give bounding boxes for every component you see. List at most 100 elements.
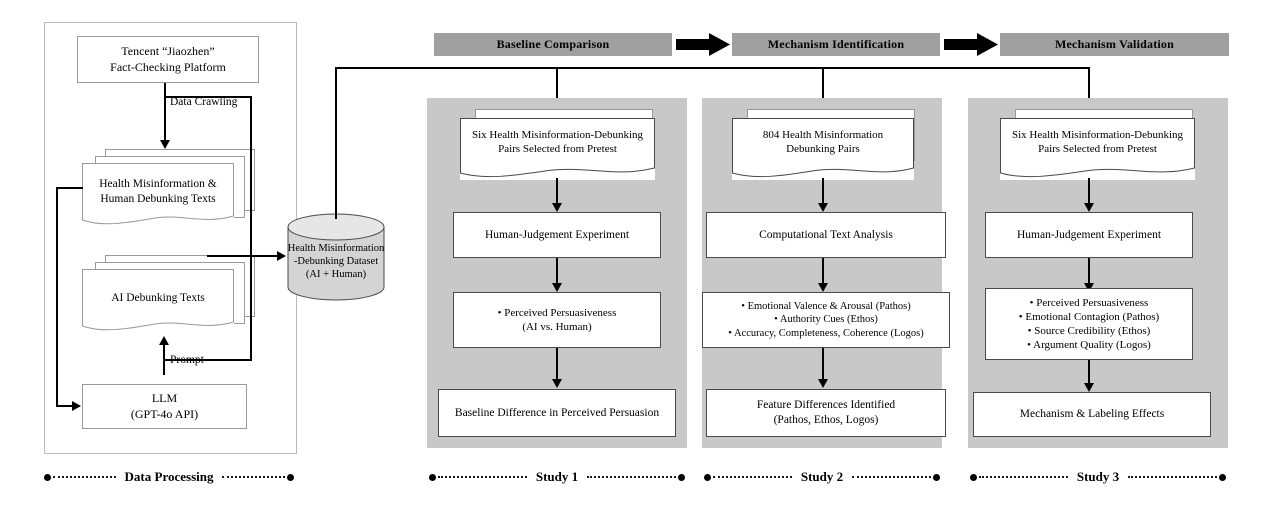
dataset-cylinder: Health Misinformation -Debunking Dataset… xyxy=(287,213,385,301)
distribution-bus-horizontal xyxy=(335,67,1089,69)
llm-line1: LLM xyxy=(151,391,178,406)
edge-source-to-human-texts xyxy=(164,83,166,143)
edge-prompt-return-horz xyxy=(164,359,252,361)
phase-arrow-1-icon xyxy=(676,33,730,61)
edge-llm-to-ai-texts-vert xyxy=(163,345,165,375)
study-3-measure-item: • Argument Quality (Logos) xyxy=(1027,339,1151,352)
study-2-edge-2 xyxy=(822,258,824,285)
edge-llm-to-ai-texts-arrowhead xyxy=(159,336,169,345)
study-2-edge-1 xyxy=(822,178,824,205)
study-3-edge-2-arrowhead xyxy=(1084,283,1094,292)
edge-dataset-inflow-horz xyxy=(207,255,279,257)
bus-drop-study2 xyxy=(822,67,824,100)
edge-dataset-to-bus-vert xyxy=(335,67,337,219)
dataset-line2: -Debunking Dataset xyxy=(293,256,379,268)
phase-bar-mechanism-validation: Mechanism Validation xyxy=(1000,33,1229,56)
phase-label-2: Mechanism Identification xyxy=(767,37,905,51)
study-1-edge-1-arrowhead xyxy=(552,203,562,212)
study-2-outcome-box: Feature Differences Identified (Pathos, … xyxy=(706,389,946,437)
study-1-edge-2 xyxy=(556,258,558,285)
dataset-cylinder-label: Health Misinformation -Debunking Dataset… xyxy=(287,242,385,282)
source-platform-box: Tencent “Jiaozhen” Fact-Checking Platfor… xyxy=(77,36,259,83)
llm-box: LLM (GPT-4o API) xyxy=(82,384,247,429)
edge-texts-to-dataset-horz-top xyxy=(164,96,252,98)
bracket-dotted-line-left xyxy=(713,476,792,478)
edge-texts-to-dataset-vert xyxy=(250,96,252,255)
bracket-dot-right xyxy=(287,473,295,481)
study-2-edge-2-arrowhead xyxy=(818,283,828,292)
bus-drop-study1 xyxy=(556,67,558,100)
doc-sheet-front: AI Debunking Texts xyxy=(82,269,234,333)
study-1-measure-item: (AI vs. Human) xyxy=(522,321,592,333)
bracket-study-2: Study 2 xyxy=(704,468,940,486)
study-1-outcome-box: Baseline Difference in Perceived Persuas… xyxy=(438,389,676,437)
study-2-method-box: Computational Text Analysis xyxy=(706,212,946,258)
study-1-outcome-label: Baseline Difference in Perceived Persuas… xyxy=(454,406,660,419)
bracket-dot-left xyxy=(44,473,51,481)
study-1-edge-1 xyxy=(556,178,558,205)
bracket-dot-left xyxy=(704,473,711,481)
phase-bar-baseline-comparison: Baseline Comparison xyxy=(434,33,672,56)
ai-debunking-texts-docstack: AI Debunking Texts xyxy=(82,255,257,334)
study-3-input-docstack: Six Health Misinformation-Debunking Pair… xyxy=(1000,109,1200,181)
source-platform-line1: Tencent “Jiaozhen” xyxy=(121,44,215,59)
study-3-measure-item: • Perceived Persuasiveness xyxy=(1029,296,1149,309)
study-3-edge-3 xyxy=(1088,360,1090,385)
study-2-measure-item: • Emotional Valence & Arousal (Pathos) xyxy=(741,300,911,312)
study-1-edge-3 xyxy=(556,348,558,381)
study-2-measure-item: • Accuracy, Completeness, Coherence (Log… xyxy=(728,327,924,339)
section-label-study-1: Study 1 xyxy=(535,469,579,484)
human-debunking-texts-docstack: Health Misinformation & Human Debunking … xyxy=(82,149,257,228)
bracket-dot-left xyxy=(429,473,436,481)
section-label-study-3: Study 3 xyxy=(1076,469,1120,484)
study-1-input-docstack: Six Health Misinformation-Debunking Pair… xyxy=(460,109,660,181)
bracket-dotted-line-right xyxy=(587,476,676,478)
edge-label-data-crawling: Data Crawling xyxy=(170,96,238,108)
doc-sheet-front: 804 Health Misinformation Debunking Pair… xyxy=(732,118,914,180)
study-1-edge-2-arrowhead xyxy=(552,283,562,292)
study-3-method-label: Human-Judgement Experiment xyxy=(1016,228,1162,241)
bracket-dot-right xyxy=(933,473,940,481)
study-1-measures-box: • Perceived Persuasiveness (AI vs. Human… xyxy=(453,292,661,348)
edge-humantexts-to-llm-arrowhead xyxy=(72,401,81,411)
bracket-dotted-line-right xyxy=(1128,476,1217,478)
bracket-dotted-line-left xyxy=(53,476,116,478)
bracket-dotted-line-left xyxy=(438,476,527,478)
source-platform-line2: Fact-Checking Platform xyxy=(110,59,226,74)
dataset-line3: (AI + Human) xyxy=(305,269,367,281)
data-processing-container xyxy=(44,22,297,454)
study-2-outcome-line1: Feature Differences Identified xyxy=(756,399,896,412)
bracket-study-1: Study 1 xyxy=(429,468,685,486)
phase-label-3: Mechanism Validation xyxy=(1054,37,1175,51)
study-2-input-docstack: 804 Health Misinformation Debunking Pair… xyxy=(732,109,922,181)
doc-sheet-front: Six Health Misinformation-Debunking Pair… xyxy=(460,118,655,180)
study-3-edge-3-arrowhead xyxy=(1084,383,1094,392)
study-3-method-box: Human-Judgement Experiment xyxy=(985,212,1193,258)
study-3-outcome-label: Mechanism & Labeling Effects xyxy=(1019,408,1165,421)
study-2-method-label: Computational Text Analysis xyxy=(759,228,893,241)
bracket-dotted-line-left xyxy=(979,476,1068,478)
section-label-data-processing: Data Processing xyxy=(124,469,214,484)
doc-sheet-front: Health Misinformation & Human Debunking … xyxy=(82,163,234,227)
edge-source-to-human-texts-arrowhead xyxy=(160,140,170,149)
study-2-measures-box: • Emotional Valence & Arousal (Pathos) •… xyxy=(702,292,950,348)
bracket-study-3: Study 3 xyxy=(970,468,1226,486)
phase-bar-mechanism-identification: Mechanism Identification xyxy=(732,33,940,56)
study-1-measure-item: • Perceived Persuasiveness xyxy=(497,306,617,319)
bracket-dot-right xyxy=(678,473,685,481)
study-3-measure-item: • Source Credibility (Ethos) xyxy=(1027,325,1151,337)
edge-humantexts-to-llm-vert xyxy=(56,187,58,406)
edge-prompt-return-vert xyxy=(250,255,252,360)
bracket-dot-right xyxy=(1219,473,1226,481)
llm-line2: (GPT-4o API) xyxy=(130,406,199,421)
dataset-line1: Health Misinformation xyxy=(287,243,385,254)
study-2-outcome-line2: (Pathos, Ethos, Logos) xyxy=(773,414,879,426)
phase-arrow-2-icon xyxy=(944,33,998,61)
study-1-method-box: Human-Judgement Experiment xyxy=(453,212,661,258)
doc-sheet-front: Six Health Misinformation-Debunking Pair… xyxy=(1000,118,1195,180)
study-1-edge-3-arrowhead xyxy=(552,379,562,388)
bracket-data-processing: Data Processing xyxy=(44,468,295,486)
study-3-edge-1 xyxy=(1088,178,1090,205)
section-label-study-2: Study 2 xyxy=(800,469,844,484)
